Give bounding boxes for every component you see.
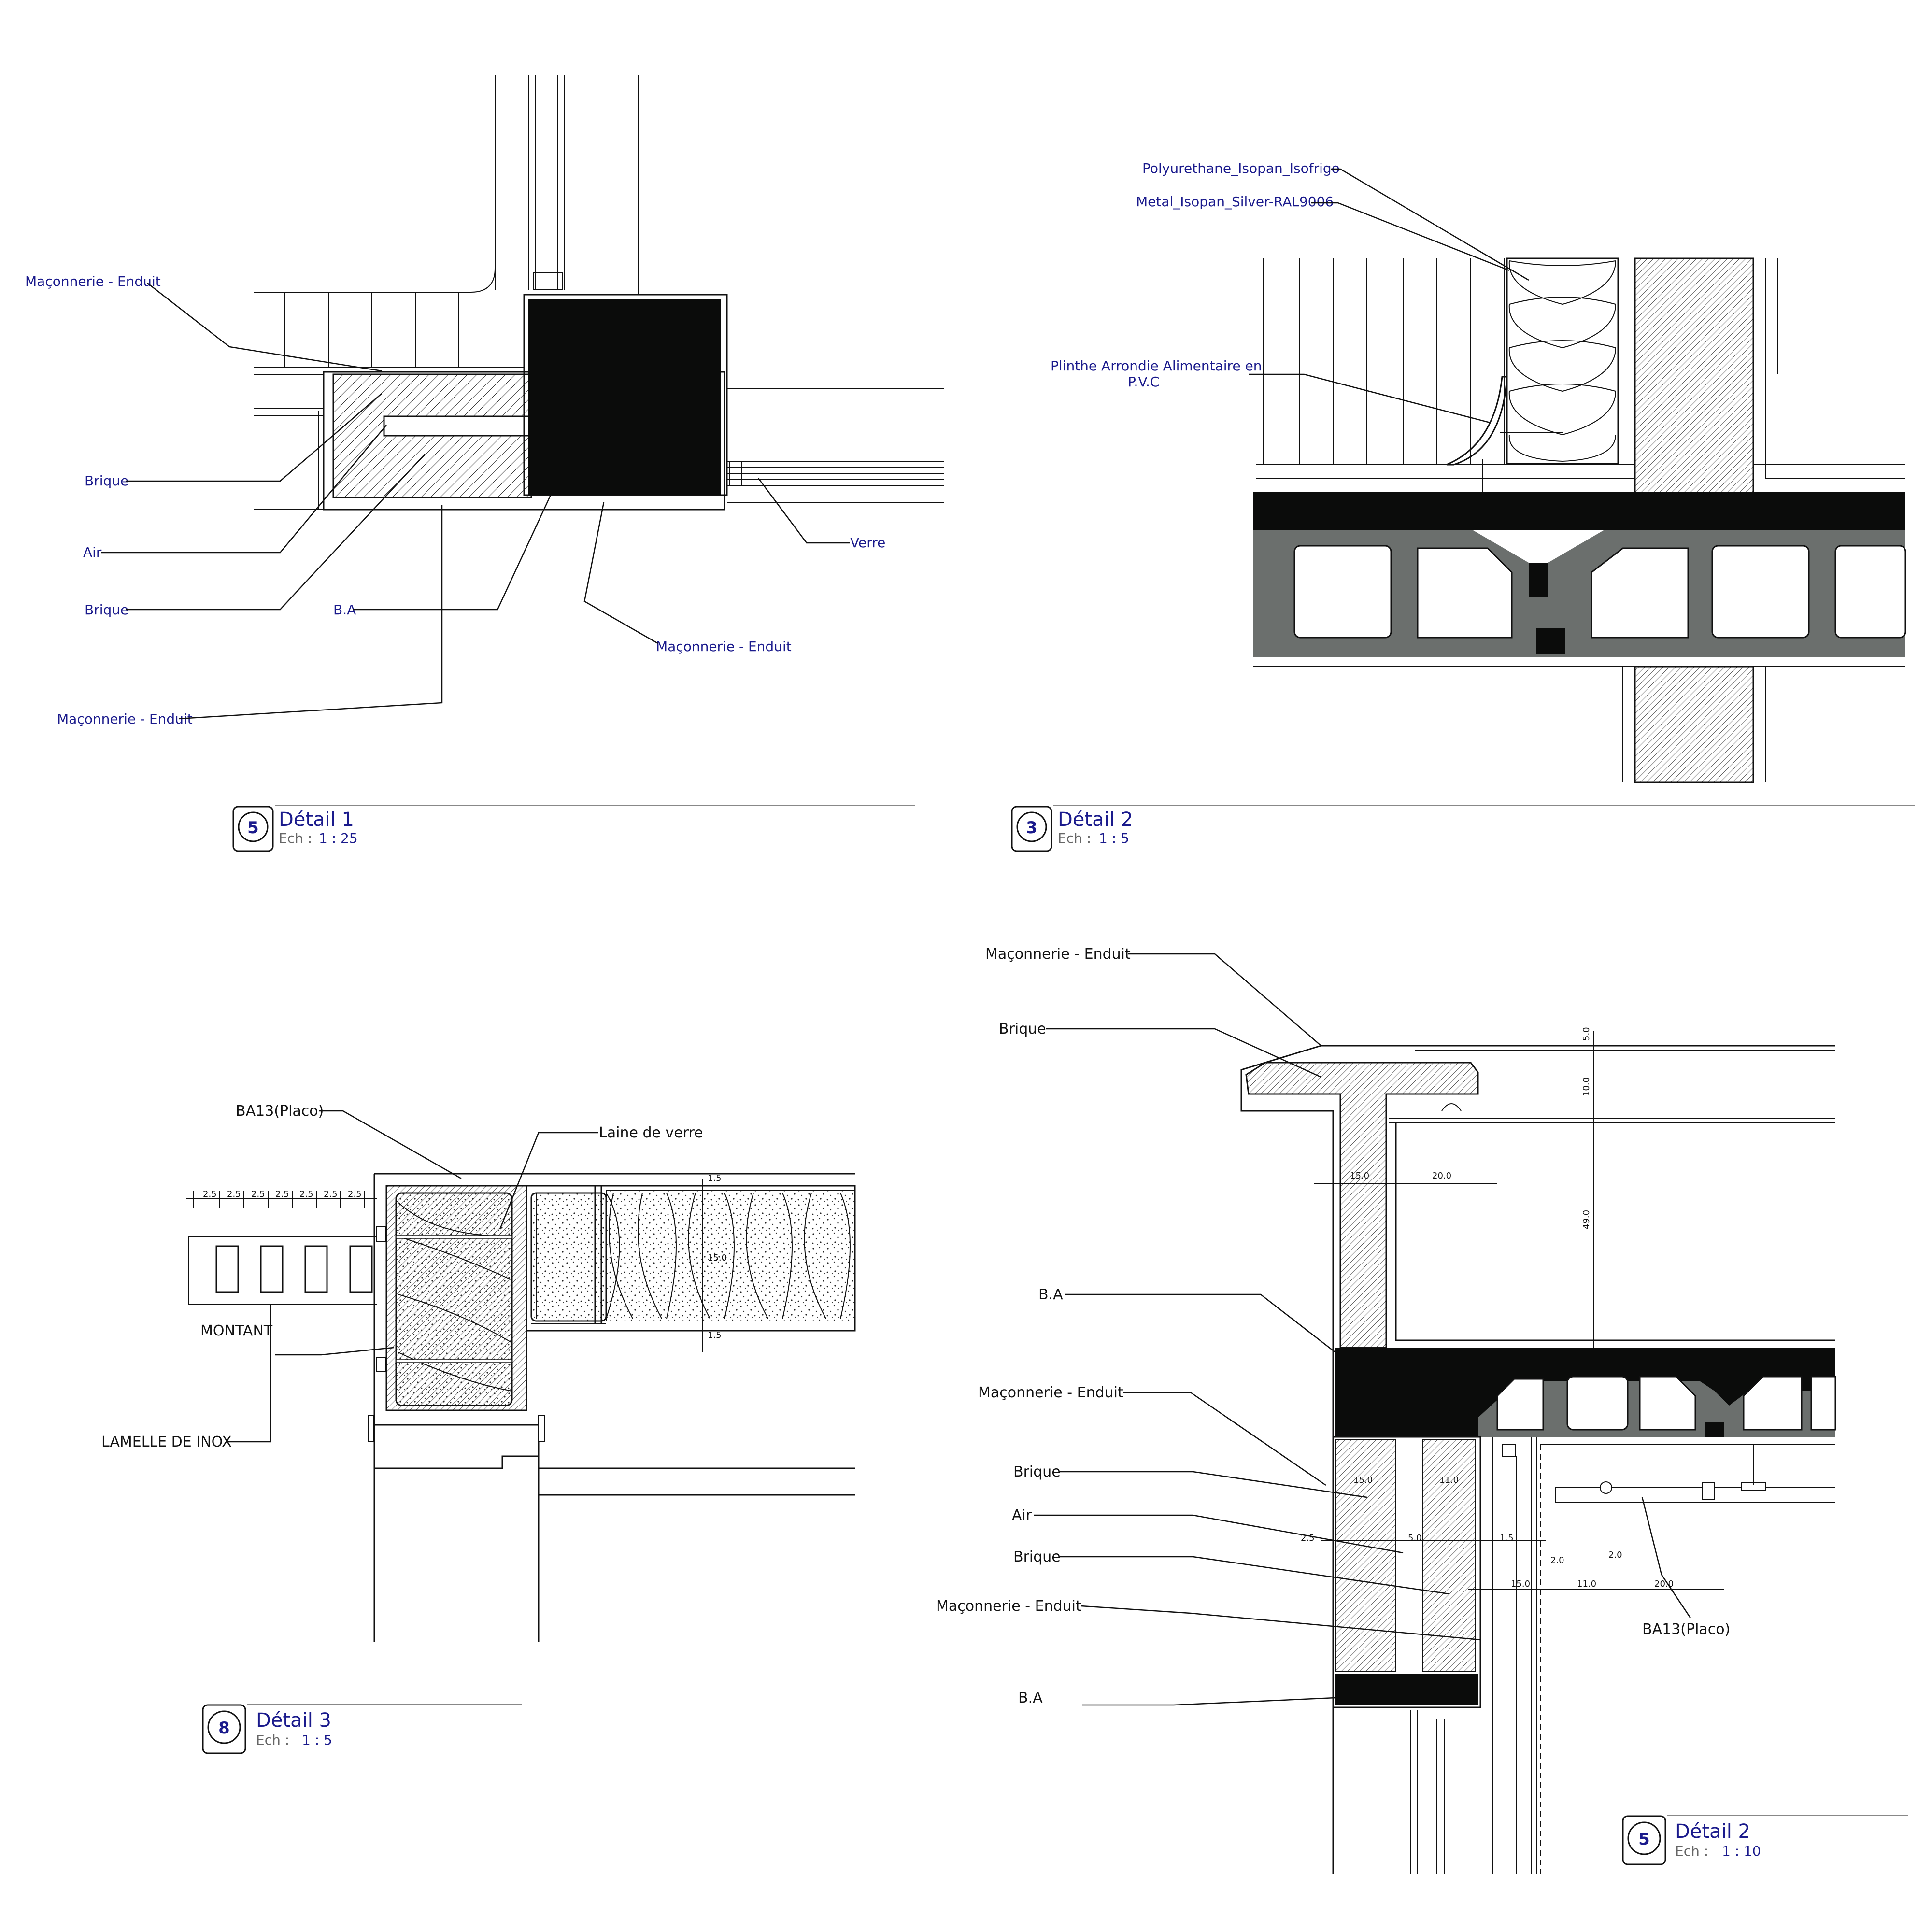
label-laine-de-verre: Laine de verre (599, 1124, 703, 1141)
window-frame-vertical (495, 75, 639, 295)
label-maconnerie-enduit: Maçonnerie - Enduit (656, 639, 792, 654)
dim-5-0: 5.0 (1408, 1533, 1422, 1543)
air-gap (383, 415, 535, 437)
detail-number: 8 (218, 1719, 230, 1738)
label-maconnerie-enduit: Maçonnerie - Enduit (985, 946, 1131, 963)
detail-1: Maçonnerie - Enduit Brique Air Brique B.… (25, 75, 944, 852)
label-maconnerie-enduit: Maçonnerie - Enduit (25, 273, 161, 289)
detail-title: Détail 3 (256, 1709, 331, 1732)
scale-value: 1 : 5 (1099, 830, 1129, 846)
detail-number: 3 (1026, 818, 1037, 838)
detail-number: 5 (1638, 1830, 1650, 1849)
vertical-slats (1263, 258, 1505, 464)
dim-49-0: 49.0 (1581, 1210, 1591, 1229)
dimension-ticks (193, 1191, 365, 1208)
label-lamelle-inox: LAMELLE DE INOX (101, 1434, 232, 1450)
label-air: Air (1012, 1507, 1032, 1524)
dim-2-0: 2.0 (1608, 1550, 1622, 1560)
scale-value: 1 : 10 (1722, 1843, 1761, 1859)
dim-10-0: 10.0 (1581, 1077, 1591, 1096)
label-verre: Verre (850, 535, 885, 551)
detail-2-top: Polyurethane_Isopan_Isofrigo Metal_Isopa… (1011, 160, 1915, 852)
title-block-detail-3: 8 Détail 3 Ech : 1 : 5 (202, 1704, 522, 1754)
dim-2-5: 2.5 (275, 1189, 289, 1199)
scale-label: Ech : (1058, 830, 1091, 846)
dim-2-5: 2.5 (348, 1189, 362, 1199)
dim-15-0: 15.0 (1350, 1171, 1369, 1181)
detail-title: Détail 2 (1058, 809, 1133, 831)
dim-2-5: 2.5 (227, 1189, 241, 1199)
insulation-cell (395, 1192, 513, 1406)
label-brique: Brique (1013, 1548, 1061, 1565)
label-polyurethane: Polyurethane_Isopan_Isofrigo (1142, 160, 1340, 176)
dim-20-0: 20.0 (1432, 1171, 1451, 1181)
dim-11-0: 11.0 (1577, 1579, 1596, 1589)
label-ba: B.A (1018, 1690, 1043, 1706)
dim-15-0: 15.0 (1511, 1579, 1530, 1589)
concrete-slab (1253, 492, 1905, 530)
title-block-detail-2-top: 3 Détail 2 Ech : 1 : 5 (1011, 805, 1915, 852)
detail-title: Détail 1 (279, 809, 354, 831)
label-air: Air (83, 544, 102, 560)
brick-wall (1422, 1439, 1476, 1672)
label-ba: B.A (1038, 1286, 1063, 1303)
dim-1-5: 1.5 (1500, 1533, 1514, 1543)
dim-2-0: 2.0 (1550, 1555, 1564, 1565)
dim-5-0: 5.0 (1581, 1027, 1591, 1041)
insulation-panel (1506, 257, 1619, 465)
label-ba: B.A (333, 602, 356, 618)
label-montant: MONTANT (200, 1322, 273, 1339)
detail-2-bottom: 5.0 10.0 49.0 15.0 20.0 (936, 946, 1908, 1874)
label-brique: Brique (85, 473, 128, 489)
label-ba13: BA13(Placo) (1642, 1621, 1730, 1638)
scale-label: Ech : (256, 1732, 289, 1748)
dim-1-5: 1.5 (708, 1330, 722, 1340)
label-maconnerie-enduit: Maçonnerie - Enduit (978, 1384, 1123, 1401)
label-plinthe-line-1: Plinthe Arrondie Alimentaire en (1051, 358, 1262, 374)
concrete-column (528, 299, 721, 495)
dim-15-0: 15.0 (1353, 1475, 1373, 1485)
scale-label: Ech : (1675, 1843, 1708, 1859)
detail-number: 5 (247, 818, 259, 838)
dim-2-5: 2.5 (324, 1189, 338, 1199)
dim-15-0: 15.0 (708, 1253, 727, 1263)
detail-title: Détail 2 (1675, 1820, 1750, 1843)
label-plinthe-line-2: P.V.C (1128, 374, 1159, 390)
dim-11-0: 11.0 (1439, 1475, 1459, 1485)
label-brique: Brique (1013, 1463, 1061, 1480)
dim-2-5: 2.5 (299, 1189, 313, 1199)
dim-2-5: 2.5 (203, 1189, 217, 1199)
dim-2-5: 2.5 (251, 1189, 265, 1199)
scale-value: 1 : 25 (319, 830, 358, 846)
label-metal: Metal_Isopan_Silver-RAL9006 (1136, 194, 1334, 210)
scale-label: Ech : (279, 830, 312, 846)
concrete-beam (1335, 1674, 1478, 1705)
brick-wall (1335, 1439, 1396, 1672)
hatched-column (1634, 257, 1754, 494)
title-block-detail-1: 5 Détail 1 Ech : 1 : 25 (232, 805, 915, 852)
label-maconnerie-enduit: Maçonnerie - Enduit (57, 711, 193, 727)
brick-coping (1245, 1062, 1479, 1349)
title-block-detail-2-bottom: 5 Détail 2 Ech : 1 : 10 (1622, 1815, 1908, 1865)
dim-1-5: 1.5 (708, 1173, 722, 1183)
label-ba13: BA13(Placo) (236, 1103, 324, 1120)
label-brique: Brique (85, 602, 128, 618)
tile-grid (254, 75, 524, 368)
label-maconnerie-enduit: Maçonnerie - Enduit (936, 1598, 1081, 1615)
detail-3: 2.5 2.5 2.5 2.5 2.5 2.5 2.5 1.5 15.0 (101, 1103, 856, 1754)
label-brique: Brique (999, 1021, 1046, 1037)
scale-value: 1 : 5 (302, 1732, 332, 1748)
